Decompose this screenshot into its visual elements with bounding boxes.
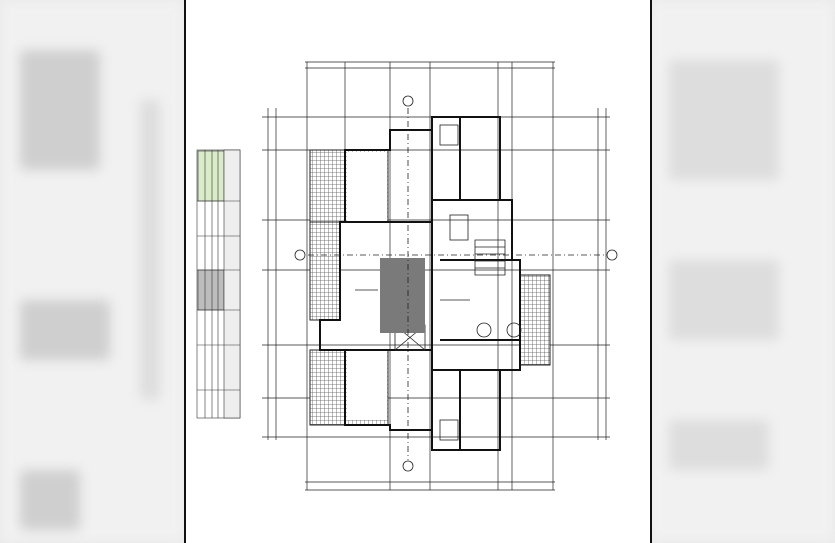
terrace-left xyxy=(309,221,341,321)
blurred-background-right xyxy=(649,0,835,543)
section-marker-icon xyxy=(294,95,618,472)
section-lines xyxy=(308,108,604,460)
schedule-table xyxy=(196,149,241,419)
core-shaft xyxy=(380,258,425,333)
interior-lines xyxy=(355,124,522,441)
terrace-right xyxy=(519,274,551,366)
stair-icon xyxy=(474,239,506,276)
blurred-background-left xyxy=(0,0,185,543)
elevator-icon xyxy=(449,214,469,241)
